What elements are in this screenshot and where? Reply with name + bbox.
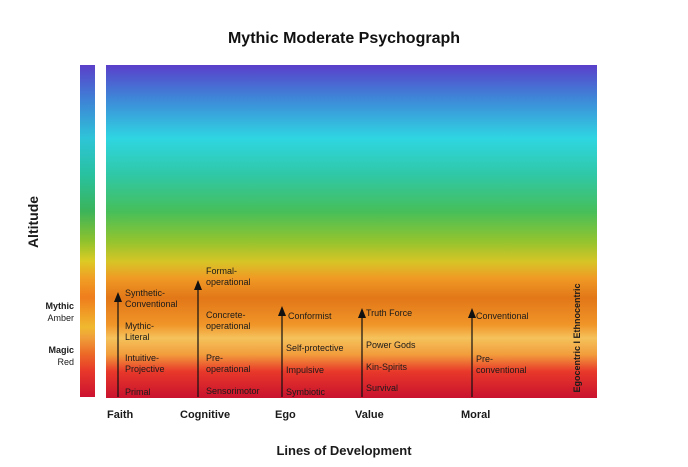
value-level-2: Kin-Spirits (366, 362, 408, 372)
faith-arrowhead (114, 292, 122, 302)
line-name-value: Value (355, 409, 384, 421)
line-name-ego: Ego (275, 409, 296, 421)
ego-level-2: Impulsive (286, 365, 325, 375)
diagram-title: Mythic Moderate Psychograph (227, 30, 461, 47)
development-field (106, 65, 597, 398)
faith-level-2: Intuitive- Projective (125, 353, 165, 374)
line-name-cognitive: Cognitive (180, 409, 231, 421)
stage-label-magic: Magic (48, 345, 74, 355)
cognitive-level-2: Pre- operational (206, 353, 251, 374)
ego-level-4: Conformist (288, 311, 332, 321)
moral-level-1: Pre- conventional (476, 354, 527, 375)
ego-level-1: Symbiotic (286, 387, 326, 397)
faith-level-1: Primal (125, 387, 151, 397)
value-arrowhead (358, 308, 366, 318)
egocentric-ethnocentric-label: Egocentric I Ethnocentric (572, 283, 582, 393)
stage-label-red: Red (57, 357, 74, 367)
x-axis-title: Lines of Development (276, 443, 412, 458)
altitude-color-bar (80, 65, 95, 397)
cognitive-level-4: Formal- operational (206, 266, 251, 287)
moral-level-2: Conventional (476, 311, 529, 321)
faith-level-4: Synthetic- Conventional (125, 288, 178, 309)
stage-label-amber: Amber (47, 313, 74, 323)
ego-level-3: Self-protective (286, 343, 344, 353)
faith-level-3: Mythic- Literal (125, 321, 154, 342)
cognitive-level-3: Concrete- operational (206, 310, 251, 331)
cognitive-level-1: Sensorimotor (206, 386, 260, 396)
cognitive-arrowhead (194, 280, 202, 290)
value-level-3: Power Gods (366, 340, 416, 350)
value-level-4: Truth Force (366, 308, 413, 318)
line-name-moral: Moral (461, 409, 491, 421)
moral-arrowhead (468, 308, 476, 318)
value-level-1: Survival (366, 383, 399, 393)
line-name-faith: Faith (107, 409, 134, 421)
ego-arrowhead (278, 306, 286, 316)
stage-label-mythic: Mythic (45, 301, 74, 311)
